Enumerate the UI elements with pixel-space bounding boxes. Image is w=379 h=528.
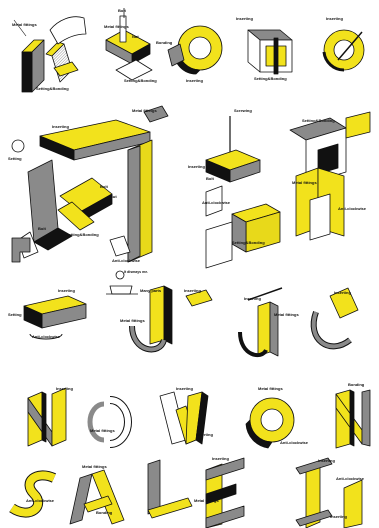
row-3-panel-1 — [24, 296, 86, 339]
row-5 — [12, 458, 362, 528]
setting-bonding-label-4: Setting&Bonding — [66, 232, 99, 237]
inserting-label-11: Inserting — [176, 386, 193, 391]
panel-1-letter-pieces — [14, 17, 86, 92]
row-2-left — [12, 106, 168, 294]
inserting-label-13: Inserting — [212, 456, 229, 461]
nut-label-2: Nut — [110, 194, 117, 199]
bonding-label: Bonding — [156, 40, 172, 45]
metal-fittings-label-2: Metal fittings — [104, 24, 129, 29]
setting-bonding-label-5: Setting&Bonding — [302, 118, 335, 123]
inserting-label-8: Inserting — [244, 296, 261, 301]
metal-fittings-label-6: Metal fittings — [274, 312, 299, 317]
metal-fittings-label-7: Metal fittings — [90, 428, 115, 433]
setting-label-2: Setting — [8, 312, 22, 317]
it-dismays-me-label: It dismays me. — [124, 270, 148, 275]
bonding-label-2: Bonding — [348, 382, 364, 387]
bonding-label-3: Bonding — [96, 510, 112, 515]
letter-n — [28, 388, 66, 446]
bolt-label-2: Bolt — [100, 184, 108, 189]
letter-s — [12, 475, 54, 512]
inserting-label-9: Inserting — [334, 290, 351, 295]
letter-a — [70, 470, 124, 524]
inserting-label-10: Inserting — [56, 386, 73, 391]
panel-2-bolt — [106, 8, 152, 80]
setting-bonding-label-3: Setting&Bonding — [254, 76, 287, 81]
inserting-label-14: Inserting — [318, 458, 335, 463]
metal-fittings-label: Metal fittings — [12, 22, 37, 27]
letter-e — [206, 458, 244, 528]
inserting-label-6: Inserting — [58, 288, 75, 293]
bolt-label-3: Bolt — [38, 226, 46, 231]
inserting-label-5: Inserting — [188, 164, 205, 169]
panel-5-ring — [324, 30, 364, 70]
panel-4-frame — [248, 30, 292, 74]
inserting-label-15: Inserting — [330, 514, 347, 519]
metal-fittings-label-9: Metal fittings — [82, 464, 107, 469]
anti-clockwise-label-7: Anti-clockwise — [336, 476, 364, 481]
bolt-label: Bolt — [118, 8, 126, 13]
row-4 — [28, 388, 370, 448]
letter-l — [148, 460, 192, 518]
metal-fittings-label-5: Metal fittings — [120, 318, 145, 323]
row-3 — [24, 286, 358, 356]
anti-clockwise-label-6: Anti-clockwise — [26, 498, 54, 503]
metal-fittings-label-4: Metal fittings — [292, 180, 317, 185]
anti-clockwise-label-4: Anti-clockwise — [32, 334, 60, 339]
inserting-label-4: Inserting — [52, 124, 69, 129]
inserting-label: Inserting — [236, 16, 253, 21]
setting-label: Setting — [8, 156, 22, 161]
bolt-label-4: Bolt — [206, 176, 214, 181]
metal-fittings-label-10: Metal fittings — [194, 498, 219, 503]
metal-fittings-label-3: Metal fittings — [132, 108, 157, 113]
inserting-label-12: Inserting — [196, 432, 213, 437]
inserting-label-2: Inserting — [326, 16, 343, 21]
anti-clockwise-label-5: Anti-clockwise — [280, 440, 308, 445]
row-3-panel-4 — [314, 288, 358, 346]
panel-3-ring — [168, 26, 222, 74]
anti-clockwise-label: Anti-clockwise — [112, 258, 140, 263]
letter-i — [296, 458, 362, 528]
letter-o-1 — [90, 400, 128, 444]
setting-bonding-label-6: Setting&Bonding — [232, 240, 265, 245]
anti-clockwise-label-2: Anti-clockwise — [202, 200, 230, 205]
nut-label: Nut — [132, 34, 139, 39]
setting-bonding-label-2: Setting&Bonding — [124, 78, 157, 83]
inserting-label-3: Inserting — [186, 78, 203, 83]
row-2-right — [206, 112, 370, 268]
inserting-label-7: Inserting — [184, 288, 201, 293]
many-parts-label: Many parts — [140, 288, 161, 293]
screwing-label: Screwing — [234, 108, 252, 113]
letter-n-2 — [336, 390, 370, 448]
setting-bonding-label: Setting&Bonding — [36, 86, 69, 91]
metal-fittings-label-8: Metal fittings — [258, 386, 283, 391]
anti-clockwise-label-3: Anti-clockwise — [338, 206, 366, 211]
